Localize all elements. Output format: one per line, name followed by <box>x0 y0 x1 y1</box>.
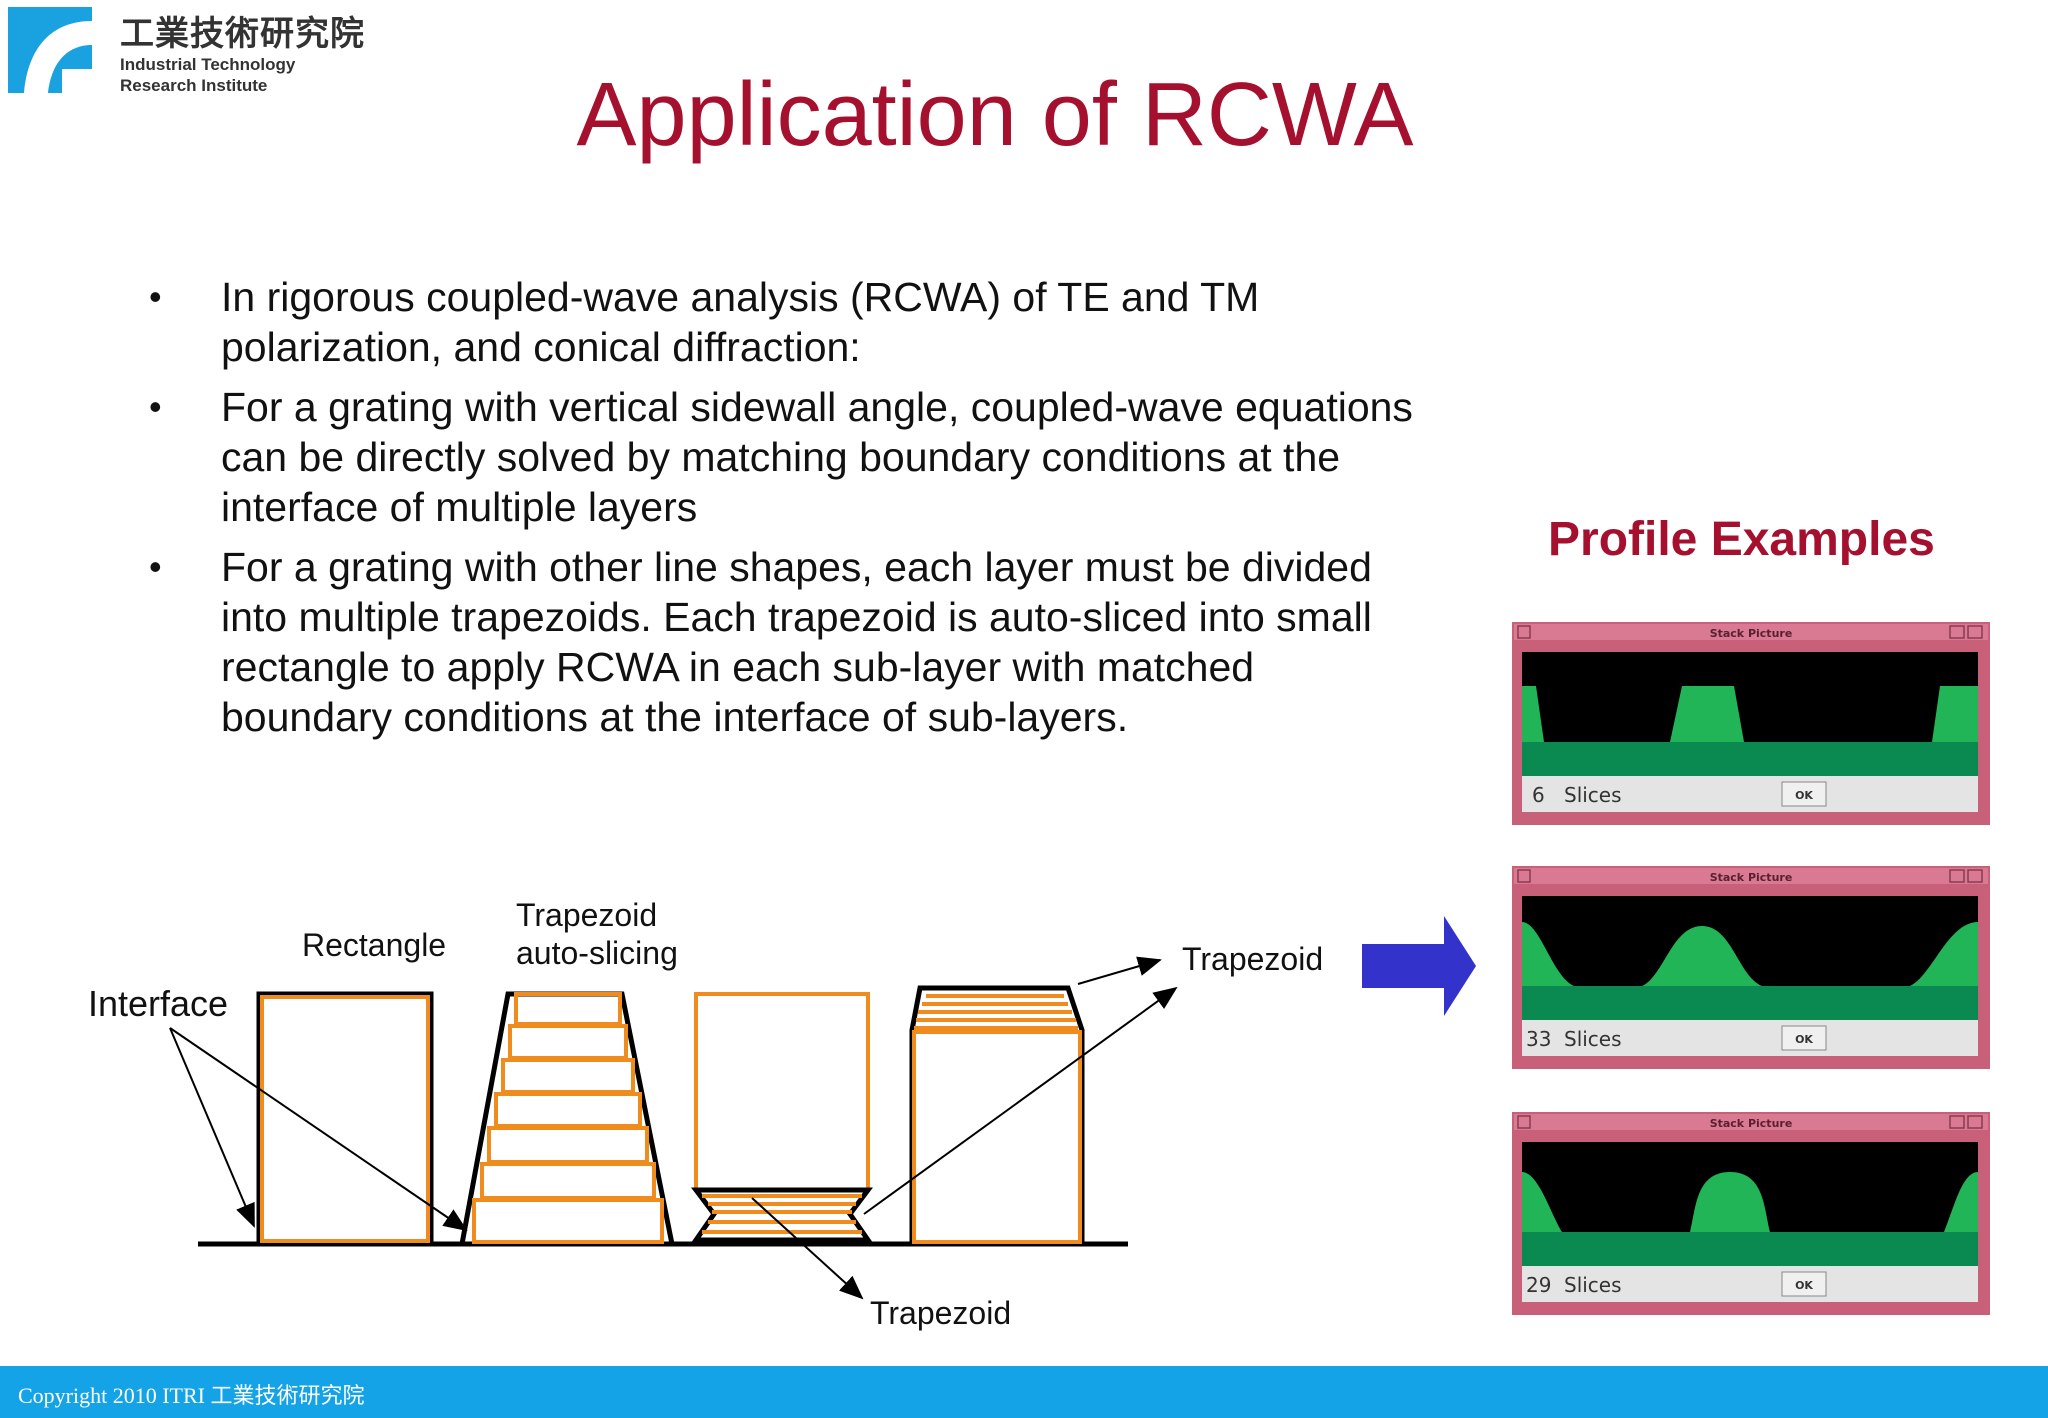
bullet-dot-icon: • <box>149 386 162 427</box>
logo-chinese-text: 工業技術研究院 <box>120 14 365 54</box>
window-title: Stack Picture <box>1710 1117 1793 1130</box>
slices-count: 29 <box>1526 1273 1551 1297</box>
slices-count: 33 <box>1526 1027 1551 1051</box>
footer-bar: Copyright 2010 ITRI 工業技術研究院 <box>0 1366 2048 1418</box>
ok-label: OK <box>1795 789 1813 802</box>
profile-window-3: Stack Picture 29 Slices OK <box>1512 1112 1990 1315</box>
profile-window-1: Stack Picture 6 Slices OK <box>1512 622 1990 825</box>
bullet-item: • In rigorous coupled-wave analysis (RCWA… <box>145 272 1415 372</box>
itri-logo-icon <box>8 7 92 93</box>
footing-trapezoid-shape <box>691 992 873 1243</box>
bullet-text: For a grating with vertical sidewall ang… <box>221 384 1413 530</box>
trapezoid-sliced-shape <box>458 991 676 1247</box>
slices-label: Slices <box>1564 1027 1622 1051</box>
logo-english-text: Industrial Technology Research Institute <box>120 54 295 96</box>
rectangle-label: Rectangle <box>302 927 446 963</box>
green-profile <box>1522 922 1978 986</box>
copyright-text: Copyright 2010 ITRI 工業技術研究院 <box>18 1383 365 1408</box>
ok-button[interactable] <box>1781 1271 1827 1297</box>
bullet-item: • For a grating with vertical sidewall an… <box>145 382 1415 532</box>
trapezoid-top-arrow-1 <box>1077 956 1162 985</box>
trapezoid-top-arrow-2 <box>863 986 1178 1215</box>
right-arrow-icon <box>1362 916 1476 1016</box>
bullet-dot-icon: • <box>149 546 162 587</box>
rcwa-slicing-diagram: Interface Rectangle Trapezoid auto-slici… <box>88 897 1323 1331</box>
interface-arrow-1 <box>169 1027 255 1228</box>
ok-label: OK <box>1795 1033 1813 1046</box>
bullet-list: • In rigorous coupled-wave analysis (RCWA… <box>145 272 1415 752</box>
slices-count: 6 <box>1532 783 1545 807</box>
logo-english-line2: Research Institute <box>120 76 268 95</box>
window-title: Stack Picture <box>1710 871 1793 884</box>
slide-title: Application of RCWA <box>576 65 1414 165</box>
profile-examples-title: Profile Examples <box>1548 513 1935 566</box>
bullet-dot-icon: • <box>149 276 162 317</box>
trapezoid-bottom-arrow <box>751 1197 864 1300</box>
logo-english-line1: Industrial Technology <box>120 55 296 74</box>
slices-label: Slices <box>1564 783 1622 807</box>
interface-label: Interface <box>88 983 228 1024</box>
slices-label: Slices <box>1564 1273 1622 1297</box>
ok-button[interactable] <box>1781 1025 1827 1051</box>
profile-window-2: Stack Picture 33 Slices OK <box>1512 866 1990 1069</box>
green-profile <box>1522 1172 1978 1232</box>
top-rounded-trapezoid-shape <box>909 985 1085 1247</box>
bullet-item: • For a grating with other line shapes, e… <box>145 542 1415 742</box>
rectangle-shape <box>256 991 434 1247</box>
trapezoid-slicing-label-1: Trapezoid <box>516 897 657 933</box>
trapezoid-top-label: Trapezoid <box>1182 941 1323 977</box>
bullet-text: For a grating with other line shapes, ea… <box>221 544 1372 740</box>
trapezoid-slicing-label-2: auto-slicing <box>516 935 678 971</box>
ok-button[interactable] <box>1781 781 1827 807</box>
ok-label: OK <box>1795 1279 1813 1292</box>
interface-arrow-2 <box>169 1027 468 1232</box>
window-title: Stack Picture <box>1710 627 1793 640</box>
bullet-text: In rigorous coupled-wave analysis (RCWA)… <box>221 274 1260 370</box>
trapezoid-bottom-label: Trapezoid <box>870 1295 1011 1331</box>
